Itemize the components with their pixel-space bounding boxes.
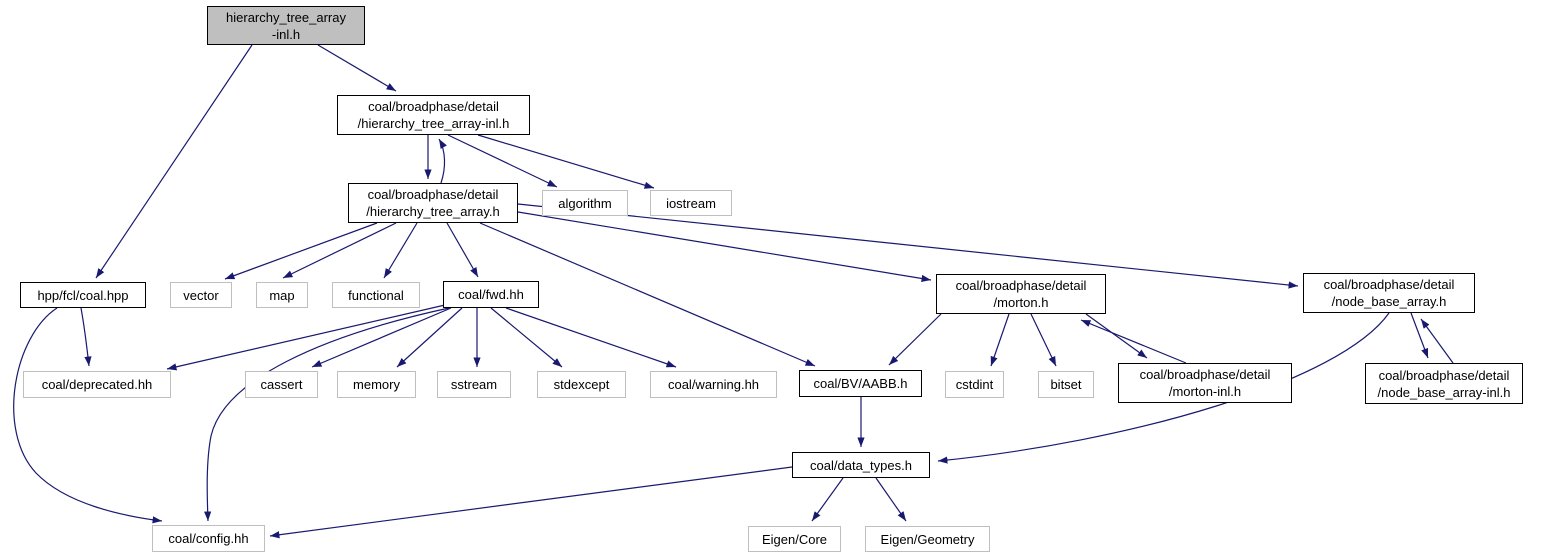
node-hpp-fcl-coal-hpp[interactable]: hpp/fcl/coal.hpp bbox=[20, 282, 146, 308]
node-hierarchy-tree-array-inl-h-root: hierarchy_tree_array -inl.h bbox=[207, 6, 365, 45]
node-broadphase-morton-h[interactable]: coal/broadphase/detail /morton.h bbox=[936, 274, 1106, 314]
edge-hta-hta-inl bbox=[438, 138, 447, 184]
edge-data-types-config bbox=[269, 466, 793, 539]
node-coal-data-types-h[interactable]: coal/data_types.h bbox=[792, 452, 930, 478]
edge-root-hta-inl bbox=[317, 44, 397, 92]
edge-fwd-memory bbox=[396, 307, 463, 368]
edge-root-coal-hpp bbox=[95, 44, 253, 279]
node-memory: memory bbox=[337, 371, 416, 398]
node-coal-warning-hh: coal/warning.hh bbox=[650, 371, 777, 398]
edge-hta-functional bbox=[383, 222, 418, 279]
edge-hta-morton bbox=[517, 211, 932, 283]
node-bitset: bitset bbox=[1038, 371, 1094, 398]
edge-fwd-config bbox=[204, 307, 450, 522]
edge-data-types-eigen-core bbox=[811, 477, 844, 522]
edge-hta-inl-iostream bbox=[477, 134, 655, 189]
edge-node-base-data-types bbox=[937, 312, 1390, 464]
node-broadphase-node-base-array-h[interactable]: coal/broadphase/detail /node_base_array.… bbox=[1303, 273, 1475, 313]
edge-fwd-deprecated bbox=[166, 304, 446, 371]
node-coal-deprecated-hh: coal/deprecated.hh bbox=[23, 371, 171, 398]
edge-node-base-nb-inl bbox=[1410, 312, 1429, 359]
edge-coal-hpp-config bbox=[13, 307, 163, 524]
edge-morton-cstdint bbox=[990, 313, 1010, 367]
edge-fwd-warning bbox=[505, 307, 677, 368]
node-broadphase-node-base-array-inl-h[interactable]: coal/broadphase/detail /node_base_array-… bbox=[1365, 363, 1523, 404]
node-iostream: iostream bbox=[650, 190, 732, 216]
node-broadphase-morton-inl-h[interactable]: coal/broadphase/detail /morton-inl.h bbox=[1118, 363, 1292, 403]
node-stdexcept: stdexcept bbox=[537, 371, 626, 398]
node-cstdint: cstdint bbox=[945, 371, 1004, 398]
node-sstream: sstream bbox=[437, 371, 511, 398]
edge-hta-vector bbox=[224, 222, 378, 280]
node-algorithm: algorithm bbox=[542, 190, 628, 216]
edge-hta-map bbox=[282, 222, 397, 279]
node-eigen-geometry: Eigen/Geometry bbox=[865, 526, 990, 552]
node-cassert: cassert bbox=[245, 371, 318, 398]
node-coal-config-hh: coal/config.hh bbox=[152, 525, 265, 552]
node-functional: functional bbox=[332, 282, 420, 308]
node-broadphase-hierarchy-tree-array-inl-h[interactable]: coal/broadphase/detail /hierarchy_tree_a… bbox=[337, 95, 530, 135]
node-broadphase-hierarchy-tree-array-h[interactable]: coal/broadphase/detail /hierarchy_tree_a… bbox=[348, 183, 518, 223]
edge-hta-fwd bbox=[446, 222, 479, 278]
node-map: map bbox=[256, 282, 308, 308]
edge-morton-inl-morton bbox=[1080, 319, 1187, 364]
edge-coal-hpp-deprecated bbox=[80, 307, 92, 367]
edge-morton-aabb bbox=[888, 313, 942, 366]
edge-hta-aabb bbox=[479, 222, 816, 367]
node-vector: vector bbox=[170, 282, 232, 308]
node-coal-bv-aabb-h[interactable]: coal/BV/AABB.h bbox=[799, 370, 922, 397]
edge-fwd-cassert bbox=[311, 307, 452, 368]
edge-morton-bitset bbox=[1030, 313, 1057, 367]
node-coal-fwd-hh[interactable]: coal/fwd.hh bbox=[443, 281, 539, 308]
node-eigen-core: Eigen/Core bbox=[748, 526, 841, 552]
edge-hta-inl-algorithm bbox=[447, 134, 558, 188]
edge-hta-node-base bbox=[517, 203, 1299, 289]
edge-data-types-eigen-geom bbox=[875, 477, 907, 522]
edge-fwd-stdexcept bbox=[490, 307, 563, 368]
edge-morton-morton-inl bbox=[1085, 313, 1148, 359]
edge-nb-inl-node-base bbox=[1420, 318, 1454, 364]
